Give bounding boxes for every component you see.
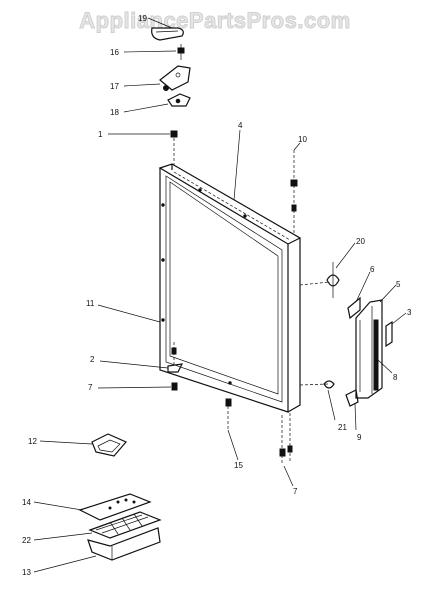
hinge-bracket-17 bbox=[159, 65, 191, 91]
callout-10: 10 bbox=[298, 135, 307, 144]
projection-line-upper bbox=[299, 281, 331, 286]
ice-bin-13 bbox=[87, 527, 161, 561]
leader-18 bbox=[123, 103, 169, 113]
leader-8 bbox=[377, 359, 393, 374]
leader-7-bottom bbox=[283, 465, 294, 487]
leader-14 bbox=[33, 501, 83, 511]
hinge-cover-19 bbox=[151, 27, 184, 41]
leader-22 bbox=[33, 532, 93, 541]
leader-7-left bbox=[97, 386, 172, 389]
leader-12 bbox=[39, 440, 93, 445]
callout-21: 21 bbox=[338, 423, 347, 432]
callout-7-bottom: 7 bbox=[293, 487, 298, 496]
handle-screw-20 bbox=[326, 262, 340, 298]
callout-22: 22 bbox=[22, 536, 31, 545]
callout-17: 17 bbox=[110, 82, 119, 91]
callout-12: 12 bbox=[28, 437, 37, 446]
callout-6: 6 bbox=[370, 265, 375, 274]
bottom-hinge-2 bbox=[167, 342, 184, 373]
leader-11 bbox=[97, 304, 161, 323]
callout-20: 20 bbox=[356, 237, 365, 246]
leader-2 bbox=[99, 360, 169, 369]
leader-20 bbox=[335, 242, 356, 269]
screw-7-left bbox=[171, 382, 178, 391]
callout-8: 8 bbox=[393, 373, 398, 382]
leader-3 bbox=[391, 312, 407, 325]
callout-5: 5 bbox=[396, 280, 401, 289]
callout-14: 14 bbox=[22, 498, 31, 507]
leader-6 bbox=[355, 271, 371, 303]
leader-16 bbox=[123, 50, 177, 53]
screw-7-bottom bbox=[279, 413, 293, 465]
callout-18: 18 bbox=[110, 108, 119, 117]
watermark: AppliancePartsPros.com bbox=[79, 8, 351, 34]
end-cap-3 bbox=[385, 320, 393, 348]
hinge-pin-10 bbox=[290, 150, 298, 235]
leader-21 bbox=[327, 389, 336, 421]
leader-4 bbox=[233, 129, 241, 201]
leader-5 bbox=[379, 284, 397, 303]
screw-16 bbox=[177, 44, 185, 60]
leader-19 bbox=[147, 17, 173, 29]
leader-9 bbox=[354, 403, 357, 431]
callout-2: 2 bbox=[90, 355, 95, 364]
pin-1 bbox=[170, 130, 178, 165]
callout-13: 13 bbox=[22, 568, 31, 577]
ice-tray-cover-14 bbox=[78, 493, 152, 521]
leader-13 bbox=[33, 555, 97, 573]
callout-4: 4 bbox=[238, 121, 243, 130]
leader-15 bbox=[227, 429, 239, 461]
callout-1: 1 bbox=[98, 130, 103, 139]
hinge-shim-18 bbox=[167, 93, 191, 107]
callout-11: 11 bbox=[86, 299, 95, 308]
callout-15: 15 bbox=[234, 461, 243, 470]
shelf-piece-12 bbox=[91, 433, 127, 457]
callout-3: 3 bbox=[407, 308, 412, 317]
callout-7-left: 7 bbox=[88, 383, 93, 392]
door-panel-4 bbox=[158, 163, 302, 413]
pin-15 bbox=[225, 398, 232, 430]
leader-17 bbox=[123, 83, 161, 87]
callout-16: 16 bbox=[110, 48, 119, 57]
callout-9: 9 bbox=[357, 433, 362, 442]
door-handle-5 bbox=[345, 299, 383, 407]
leader-10 bbox=[293, 142, 301, 151]
ice-tray-22 bbox=[88, 511, 162, 539]
lower-screw-21 bbox=[323, 380, 335, 389]
callout-19: 19 bbox=[138, 14, 147, 23]
